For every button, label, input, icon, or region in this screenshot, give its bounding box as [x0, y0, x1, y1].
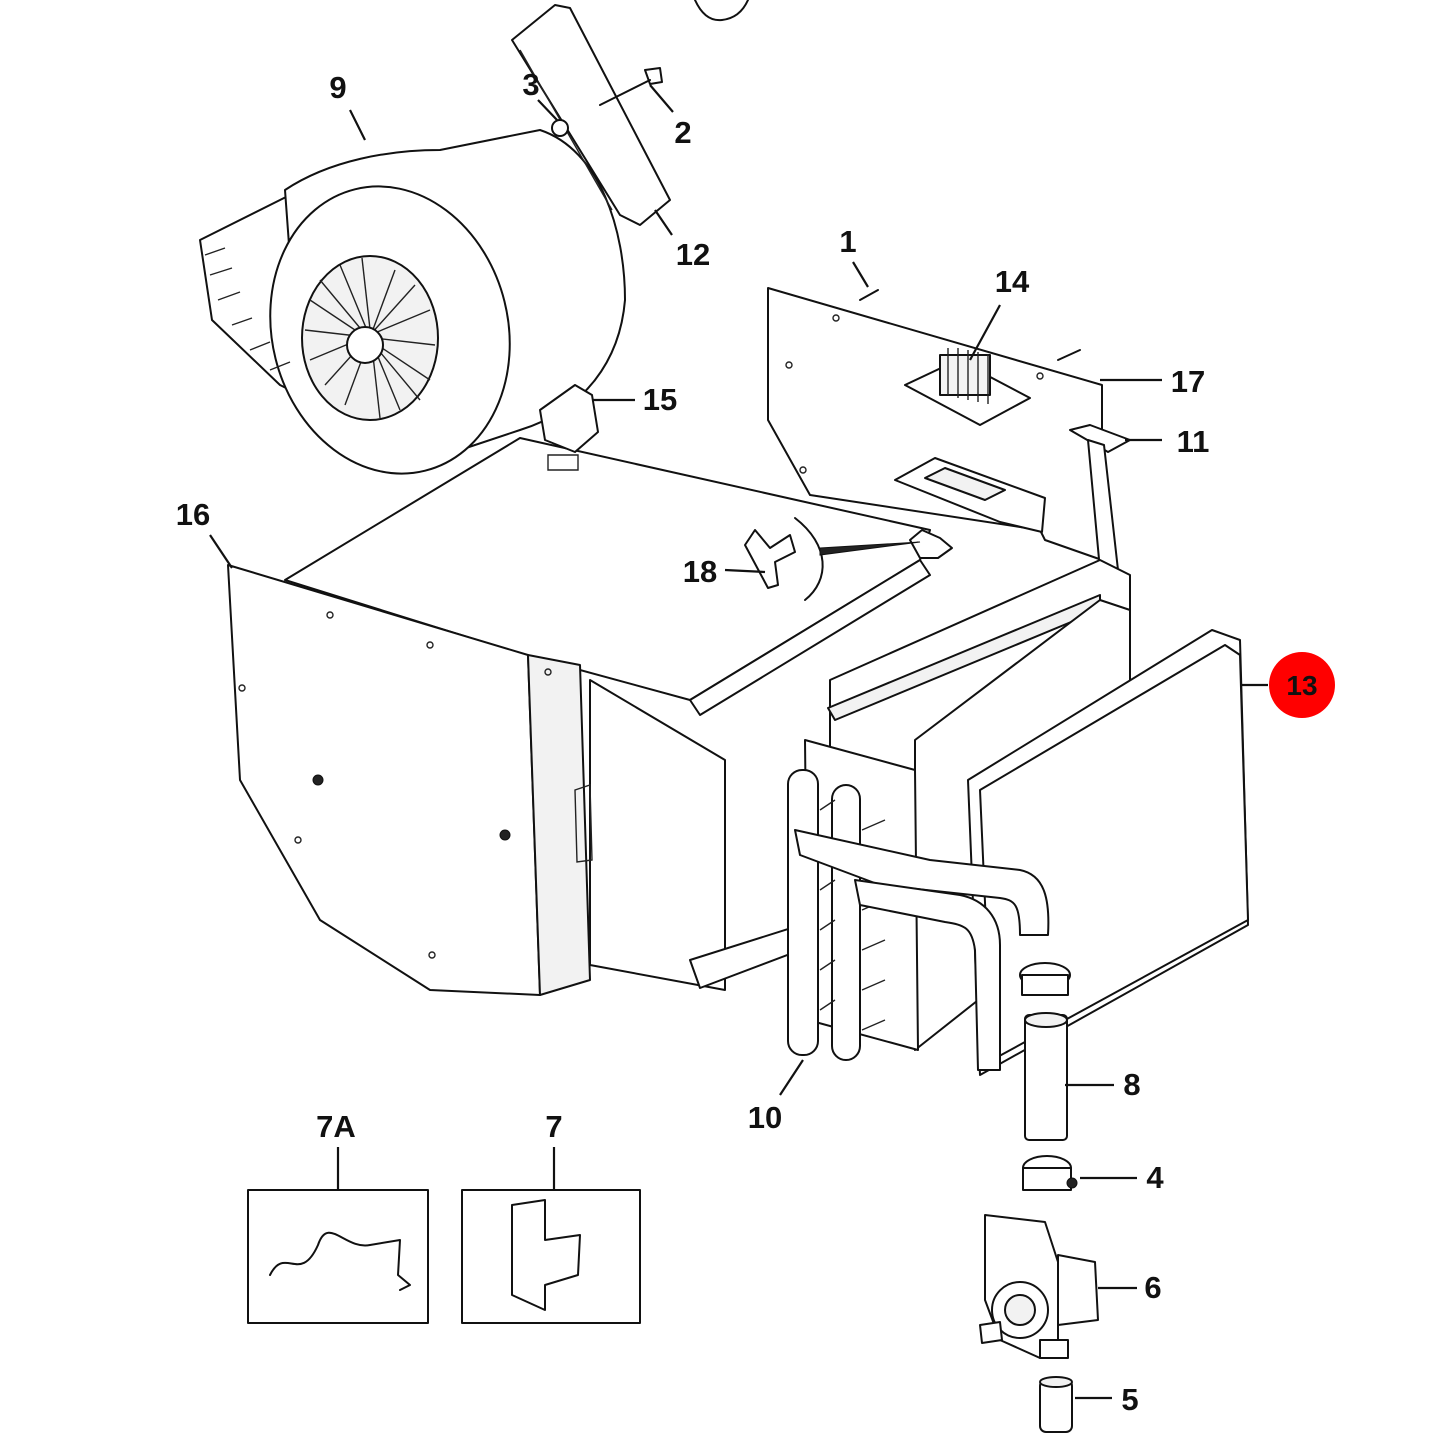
callout-8: 8 — [1123, 1067, 1140, 1102]
bracket-part-12 — [511, 4, 671, 226]
clip-7a-drawing — [269, 1231, 411, 1291]
callout-5: 5 — [1121, 1382, 1138, 1417]
blower-assembly — [199, 129, 626, 475]
callout-7a: 7A — [316, 1109, 356, 1144]
callout-3: 3 — [522, 67, 539, 102]
nut-part-3 — [551, 119, 569, 137]
callout-7: 7 — [545, 1109, 562, 1144]
callout-17: 17 — [1171, 364, 1205, 399]
callout-18: 18 — [683, 554, 717, 589]
callout-6: 6 — [1144, 1270, 1161, 1305]
valve-part-6 — [979, 1214, 1099, 1359]
heater-core-part-13 — [804, 559, 1249, 1076]
connector-part-15 — [539, 384, 599, 453]
detail-box-7a — [247, 1189, 429, 1324]
callout-11: 11 — [1177, 424, 1210, 459]
wing-nut-part-18 — [744, 529, 796, 589]
callout-1: 1 — [839, 224, 856, 259]
cropped-circle — [694, 0, 749, 22]
callout-14: 14 — [995, 264, 1030, 299]
leader-lines — [209, 84, 1268, 1400]
callout-2: 2 — [674, 115, 691, 150]
screw-part-2 — [599, 67, 663, 106]
callout-12: 12 — [676, 237, 710, 272]
callout-9: 9 — [329, 70, 346, 105]
callout-4: 4 — [1146, 1160, 1164, 1195]
callout-13: 13 — [1286, 670, 1317, 701]
callout-16: 16 — [176, 497, 210, 532]
callout-10: 10 — [748, 1100, 782, 1135]
hose-part-8 — [1019, 962, 1078, 1191]
highlight-marker-13 — [1269, 652, 1335, 718]
terminal-strip-part-14 — [904, 348, 1031, 426]
detail-box-7 — [461, 1189, 641, 1324]
callout-15: 15 — [643, 382, 677, 417]
cap-part-5 — [1039, 1376, 1073, 1433]
tubes-part-10 — [787, 769, 1050, 1071]
clip-7-drawing — [511, 1199, 581, 1311]
